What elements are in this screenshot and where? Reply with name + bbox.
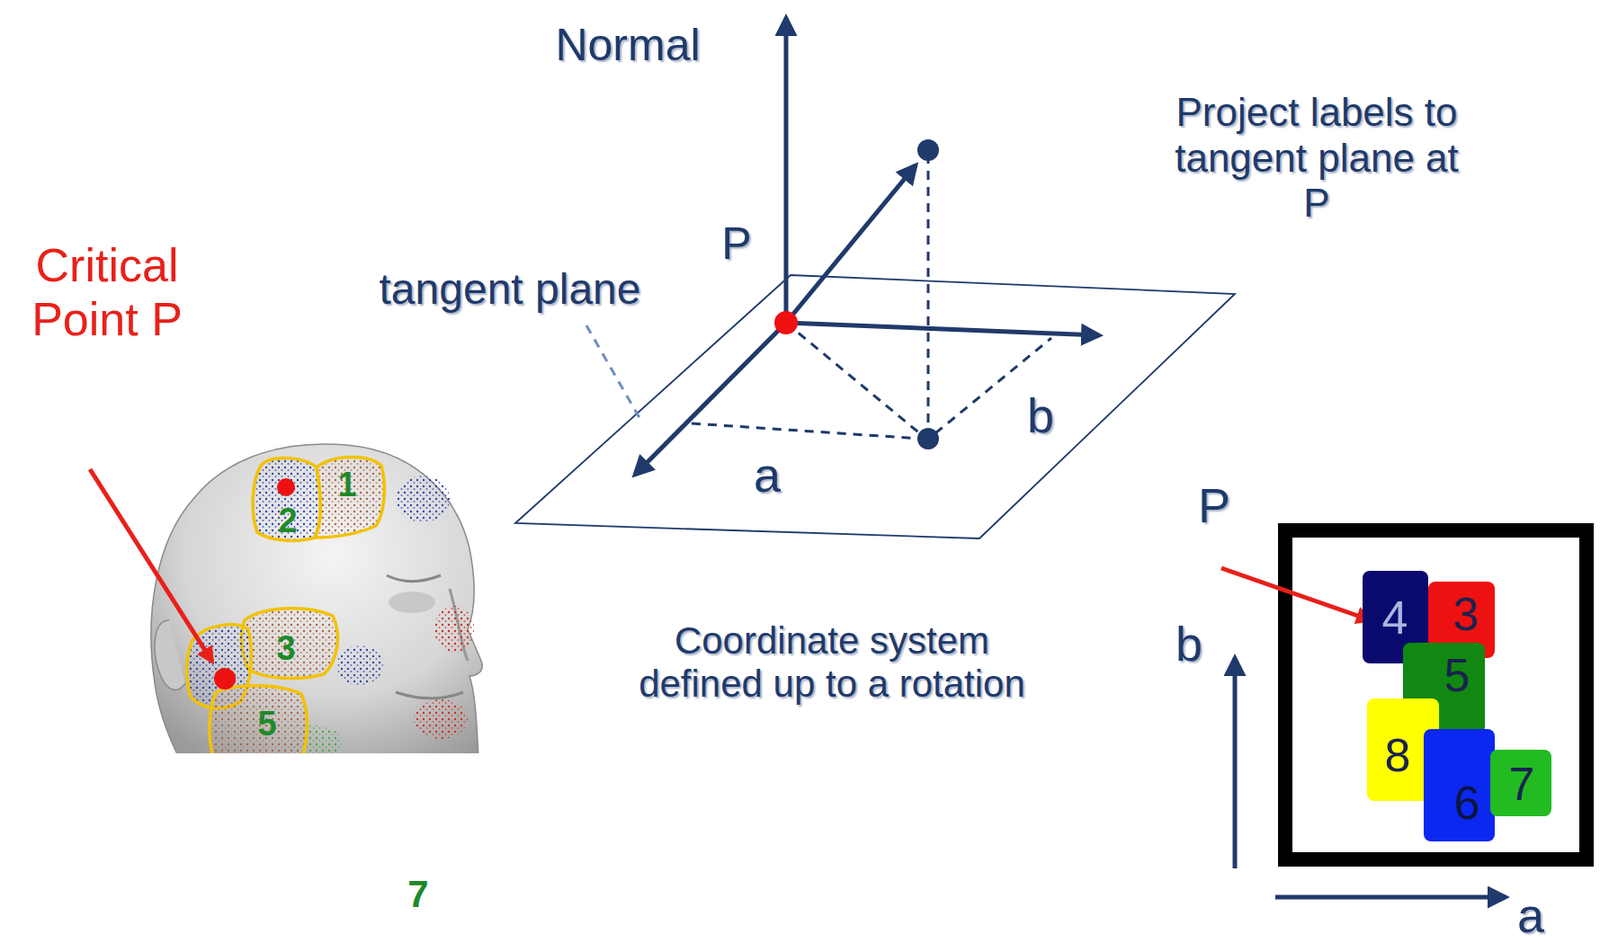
- axis-label: a: [753, 446, 781, 503]
- note-text: Project labels to tangent plane at P: [1168, 89, 1466, 227]
- callout-text: Critical Point P: [0, 239, 215, 348]
- axis-label: Normal: [554, 19, 700, 72]
- patch-number: 6: [1454, 779, 1481, 827]
- region-number: 5: [257, 705, 277, 745]
- note-text: Coordinate system defined up to a rotati…: [620, 619, 1044, 707]
- axis-label: b: [1175, 616, 1203, 672]
- face-model: [151, 444, 483, 754]
- region-number: 7: [407, 873, 429, 917]
- patch-number: 3: [1453, 590, 1480, 638]
- plane-label: tangent plane: [379, 264, 642, 314]
- label-patch: 6: [1423, 729, 1495, 842]
- axis-label: b: [1027, 387, 1055, 444]
- region-number: 2: [277, 501, 297, 542]
- region-number: 1: [337, 465, 357, 506]
- axis-label: a: [1517, 887, 1545, 943]
- point-label: P: [721, 218, 751, 271]
- label-patch: 7: [1490, 750, 1552, 817]
- patch-number: 7: [1509, 760, 1536, 808]
- patch-number: 4: [1382, 594, 1409, 642]
- region-number: 3: [276, 629, 295, 670]
- patch-number: 5: [1444, 652, 1471, 699]
- patch-number: 8: [1385, 732, 1412, 779]
- point-label: P: [1197, 477, 1231, 534]
